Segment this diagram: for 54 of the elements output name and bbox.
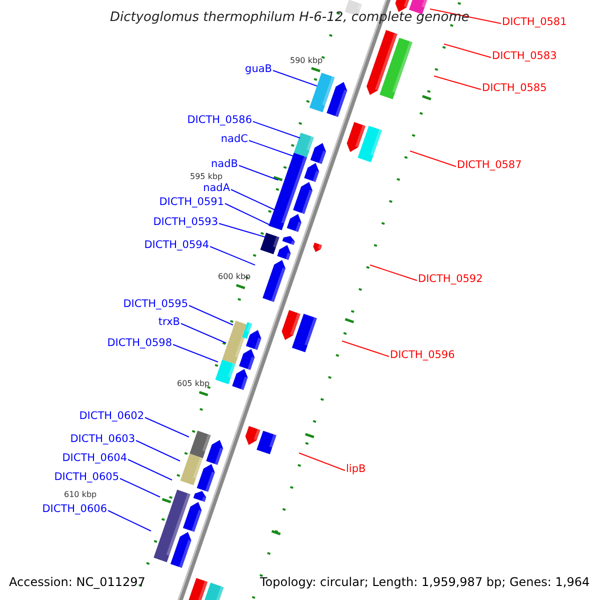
gene-label: guaB [245, 63, 272, 76]
gene-label: DICTH_0595 [123, 298, 188, 311]
leader-line [136, 440, 180, 462]
gene-label: DICTH_0606 [42, 503, 107, 516]
leader-line [410, 150, 456, 167]
leader-line [188, 305, 234, 326]
gene-label: DICTH_0581 [502, 16, 567, 29]
leader-line [444, 44, 492, 58]
gene-label: trxB [158, 316, 180, 329]
gene-label: DICTH_0602 [79, 410, 144, 423]
leader-line [218, 223, 266, 238]
leader-line [144, 417, 190, 438]
gene-label: DICTH_0605 [54, 471, 119, 484]
leader-line [248, 140, 294, 156]
leader-line [108, 510, 152, 532]
gene-label: lipB [346, 463, 366, 476]
position-marker-label: 600 kbp [218, 272, 251, 281]
leader-line [370, 264, 418, 281]
title: Dictyoglomus thermophilum H-6-12, complete genome [110, 10, 470, 25]
footer-text: Topology: circular; Length: 1,959,987 bp; Genes: 1,964 [260, 575, 590, 589]
position-marker-label: 595 kbp [190, 172, 223, 181]
leader-line [224, 203, 270, 226]
gene-label: DICTH_0592 [418, 273, 483, 286]
leader-line [180, 323, 226, 344]
gene-label: nadB [211, 158, 238, 171]
gene-label: DICTH_0598 [107, 337, 172, 350]
leader-line [172, 344, 218, 362]
leader-line [238, 165, 278, 180]
leader-line [298, 452, 346, 471]
gene-label: DICTH_0587 [457, 159, 522, 172]
leader-line [434, 76, 482, 90]
position-marker-label: 610 kbp [64, 490, 97, 499]
leader-line [252, 121, 300, 138]
gene-label: DICTH_0586 [187, 114, 252, 127]
gene-label: DICTH_0594 [144, 239, 209, 252]
leader-line [128, 459, 172, 480]
gene-label: DICTH_0583 [492, 50, 557, 63]
leader-line [120, 478, 160, 498]
gene-label: DICTH_0591 [159, 196, 224, 209]
gene-label: nadC [220, 133, 248, 146]
gene-label: DICTH_0604 [62, 452, 127, 465]
position-marker-label: 605 kbp [177, 379, 210, 388]
leader-line [230, 189, 276, 210]
gene-label: DICTH_0596 [390, 349, 455, 362]
footer-text: Accession: NC_011297 [9, 575, 146, 589]
gene-label: DICTH_0593 [153, 216, 218, 229]
leader-line [210, 246, 256, 266]
gene-label: DICTH_0603 [70, 433, 135, 446]
leader-line [430, 8, 502, 24]
leader-line [272, 70, 318, 86]
leader-line [342, 340, 390, 357]
gene-label: nadA [203, 182, 230, 195]
position-marker-label: 590 kbp [290, 56, 323, 65]
gene-label: DICTH_0585 [482, 82, 547, 95]
